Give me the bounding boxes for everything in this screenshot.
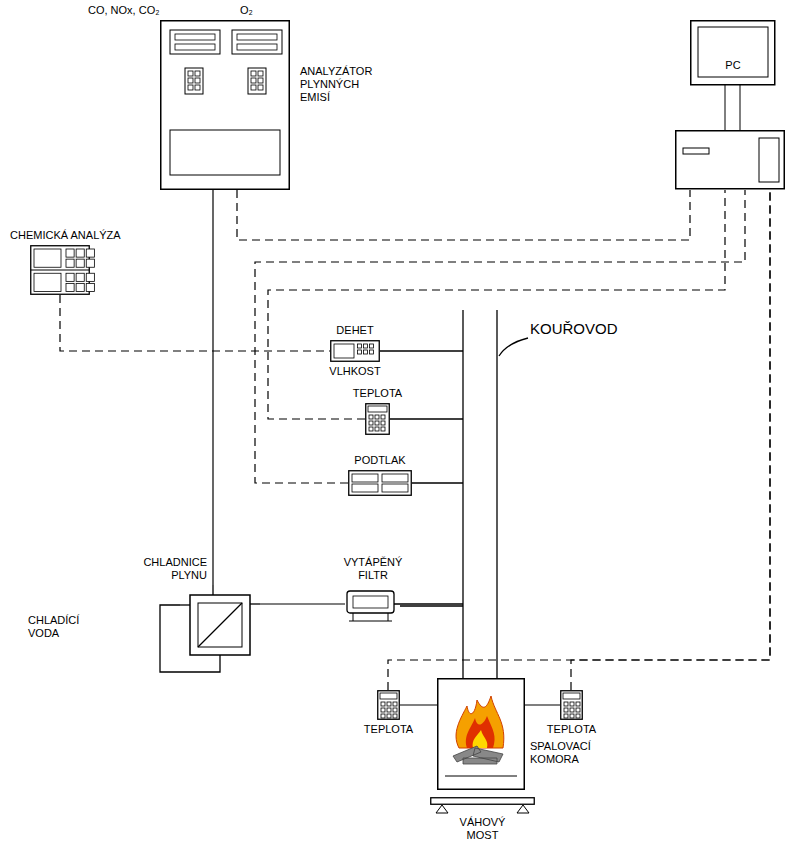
gas-cooler: [180, 585, 260, 665]
weighing-bridge: VÁHOVÝ MOST: [430, 797, 535, 805]
node-label: VYTÁPĚNÝ FILTR: [337, 556, 409, 582]
signal-line: [60, 295, 330, 351]
measuring-device: [30, 245, 90, 295]
pipe-line: [212, 190, 213, 585]
signal-line: [388, 190, 770, 690]
node-label: CHLADNICE PLYNU: [122, 556, 207, 582]
signal-line: [571, 190, 770, 690]
node-label: TEPLOTA: [542, 723, 602, 736]
node-label: CHEMICKÁ ANALÝZA: [10, 229, 140, 242]
water-label: CHLADÍCÍ VODA: [28, 614, 98, 640]
weighing-platform: [430, 797, 535, 805]
gas-cooler: CHLADNICE PLYNU: [180, 585, 260, 665]
computer-symbol: [675, 20, 785, 190]
temperature-meter: [377, 690, 400, 720]
pressure-meter: PODTLAK: [348, 470, 412, 496]
gas-label: O₂: [240, 4, 270, 17]
tar-moisture-meter: DEHETVLHKOST: [330, 340, 380, 362]
analyzer-box: ANALYZÁTOR PLYNNÝCH EMISÍ: [160, 20, 290, 190]
temperature-meter: [560, 690, 583, 720]
node-label: PODTLAK: [340, 454, 420, 467]
signal-line: [255, 190, 745, 483]
temperature-meter: TEPLOTA: [365, 403, 390, 435]
combustion-chamber: [437, 678, 525, 790]
heated-filter: [345, 585, 400, 623]
temperature-meter: [365, 403, 390, 435]
node-label: SPALOVACÍ KOMORA: [530, 740, 608, 766]
signal-line: [237, 190, 690, 240]
pressure-meter: [348, 470, 412, 496]
combustion-chamber: SPALOVACÍ KOMORA: [437, 678, 525, 790]
flue-wall: [496, 310, 497, 678]
pipe-line: [260, 603, 345, 604]
pipe-line: [525, 704, 560, 705]
heated-filter: VYTÁPĚNÝ FILTR: [345, 585, 400, 623]
computer-box: PC: [675, 20, 785, 190]
temperature-meter: TEPLOTA: [377, 690, 400, 720]
filter-probe: [400, 603, 463, 604]
node-label: TEPLOTA: [348, 387, 408, 400]
analysis-device: CHEMICKÁ ANALÝZA: [30, 245, 90, 295]
temperature-meter: TEPLOTA: [560, 690, 583, 720]
node-label: ANALYZÁTOR PLYNNÝCH EMISÍ: [300, 65, 390, 104]
node-label: TEPLOTA: [359, 723, 419, 736]
filter-probe: [400, 605, 463, 606]
node-label: DEHET: [325, 324, 385, 337]
signal-line: [268, 190, 725, 419]
node-label: VLHKOST: [325, 365, 385, 378]
node-label: PC: [698, 59, 768, 72]
flue-label: KOUŘOVOD: [530, 320, 640, 338]
gas-label: CO, NOx, CO₂: [88, 4, 188, 17]
measuring-device: [330, 340, 380, 362]
leader-line: [499, 338, 528, 356]
sensor-pipe: [412, 482, 463, 483]
sensor-pipe: [380, 350, 463, 351]
pipe-line: [400, 704, 437, 705]
node-label: VÁHOVÝ MOST: [445, 816, 520, 842]
flue-wall: [462, 310, 463, 678]
analyzer-housing: [160, 20, 290, 190]
sensor-pipe: [390, 418, 463, 419]
